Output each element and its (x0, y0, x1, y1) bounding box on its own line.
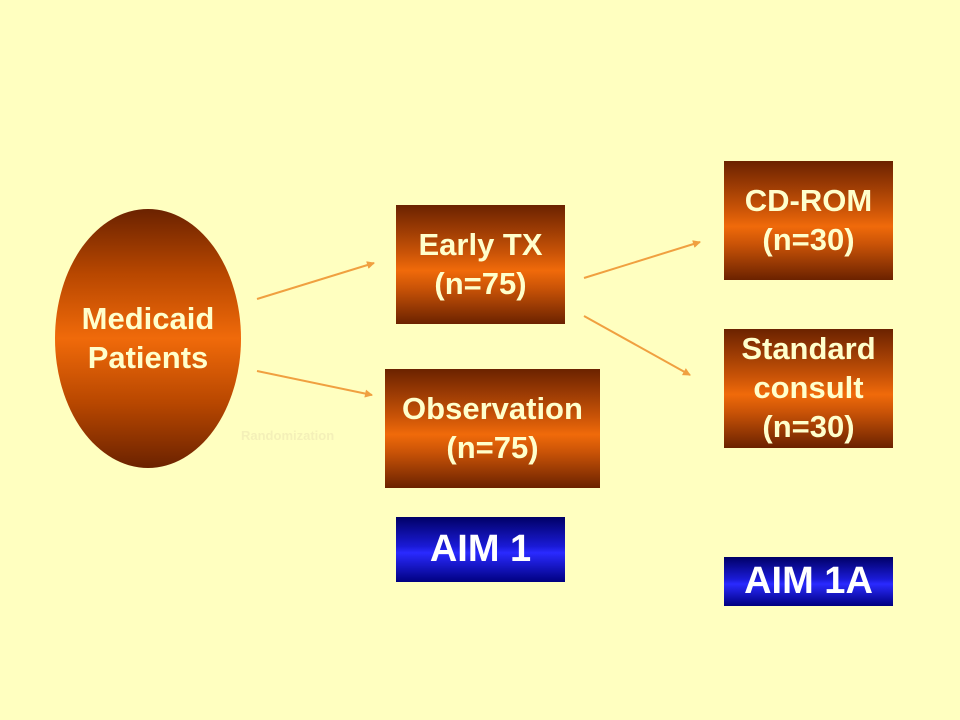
early-tx-label: Early TX (418, 226, 543, 262)
early-tx-count: (n=75) (434, 265, 527, 301)
medicaid-patients-line2: Patients (87, 339, 209, 375)
medicaid-patients-node: Medicaid Patients (55, 209, 241, 468)
aim-1a-badge: AIM 1A (724, 557, 893, 606)
standard-consult-label-1: Standard (741, 331, 876, 367)
arrow-to-standard-consult (583, 315, 691, 376)
standard-consult-label-2: consult (753, 370, 864, 406)
observation-count: (n=75) (446, 429, 539, 465)
cd-rom-count: (n=30) (762, 221, 855, 257)
standard-consult-count: (n=30) (762, 408, 855, 444)
observation-node: Observation (n=75) (385, 369, 600, 488)
aim-1-badge: AIM 1 (396, 517, 565, 582)
cd-rom-label: CD-ROM (744, 182, 873, 218)
arrow-to-observation (256, 370, 373, 398)
arrow-to-cd-rom (583, 240, 701, 279)
arrow-to-early-tx (256, 261, 375, 300)
medicaid-patients-line1: Medicaid (81, 300, 215, 336)
observation-label: Observation (402, 390, 583, 426)
early-tx-node: Early TX (n=75) (396, 205, 565, 324)
standard-consult-node: Standard consult (n=30) (724, 329, 893, 448)
cd-rom-node: CD-ROM (n=30) (724, 161, 893, 280)
randomization-label: Randomization (241, 428, 335, 443)
